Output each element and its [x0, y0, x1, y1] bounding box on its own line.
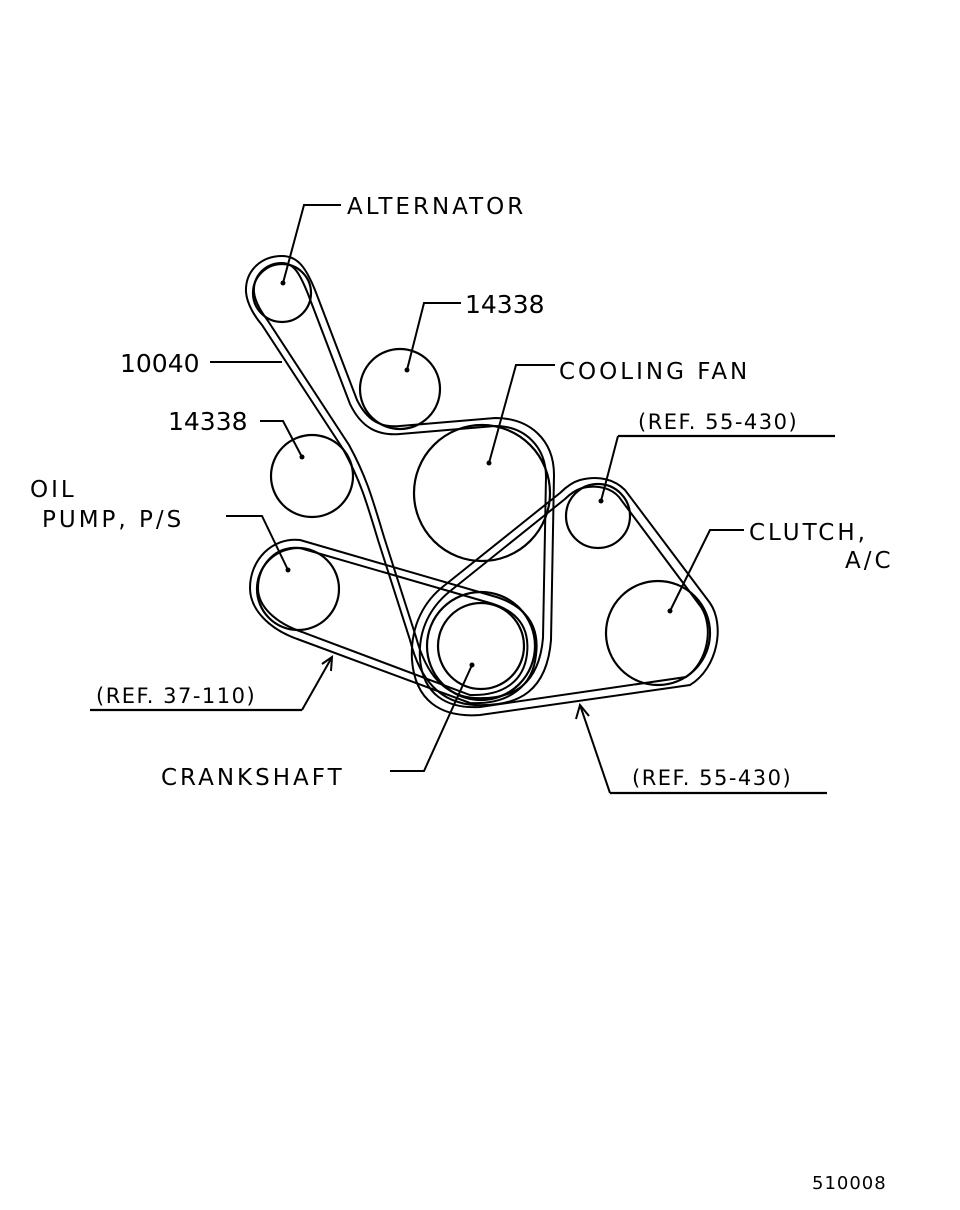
cooling-fan-leader	[488, 364, 555, 464]
crankshaft-leader	[390, 664, 473, 772]
main-belt-outer	[244, 254, 556, 707]
ac-clutch-pulley	[604, 579, 712, 687]
part-14338-left-leader	[260, 420, 303, 458]
crankshaft-pulley-inner	[436, 601, 526, 691]
ref-37-110-arrowhead	[321, 654, 334, 672]
cooling-fan-label: COOLING FAN	[559, 359, 750, 385]
ac-belt-outer	[410, 477, 719, 717]
ac-idler-pulley	[564, 482, 632, 550]
ref-55-430-top-label: (REF. 55-430)	[638, 410, 798, 434]
oil-pump-label-line2: PUMP, P/S	[42, 507, 184, 533]
ref-55-430-bottom-arrowhead	[575, 702, 590, 720]
idler-pulley-top	[358, 347, 442, 431]
ref-37-110-label: (REF. 37-110)	[96, 684, 256, 708]
main-belt-inner	[252, 261, 548, 700]
clutch-leader	[669, 529, 744, 612]
leader-lines	[90, 204, 835, 795]
clutch-label-line2: A/C	[845, 548, 894, 574]
ps-belt-inner	[256, 546, 529, 697]
figure-code: 510008	[812, 1173, 887, 1194]
crankshaft-label: CRANKSHAFT	[161, 765, 345, 791]
ref-37-110-leader	[301, 656, 333, 711]
ref-55-430-bottom-label: (REF. 55-430)	[632, 766, 792, 790]
ref-55-430-top-leader	[600, 435, 619, 502]
belts	[244, 254, 719, 717]
oil-pump-leader	[226, 515, 289, 571]
ac-belt-inner	[418, 485, 709, 709]
idler-pulley-left	[269, 433, 355, 519]
labels: ALTERNATOR 14338 10040 COOLING FAN 14338…	[30, 194, 894, 1194]
clutch-label-line1: CLUTCH,	[749, 520, 868, 546]
cooling-fan-pulley	[412, 423, 552, 563]
alternator-leader	[282, 204, 341, 284]
ps-belt-outer	[248, 538, 538, 705]
part-number-14338-left: 14338	[168, 407, 248, 436]
alternator-label: ALTERNATOR	[347, 194, 526, 220]
oil-pump-label-line1: OIL	[30, 477, 77, 503]
part-14338-top-leader	[406, 302, 461, 371]
part-number-14338-top: 14338	[465, 290, 545, 319]
ref-55-430-bottom-leader	[579, 704, 611, 794]
part-number-10040: 10040	[120, 349, 200, 378]
